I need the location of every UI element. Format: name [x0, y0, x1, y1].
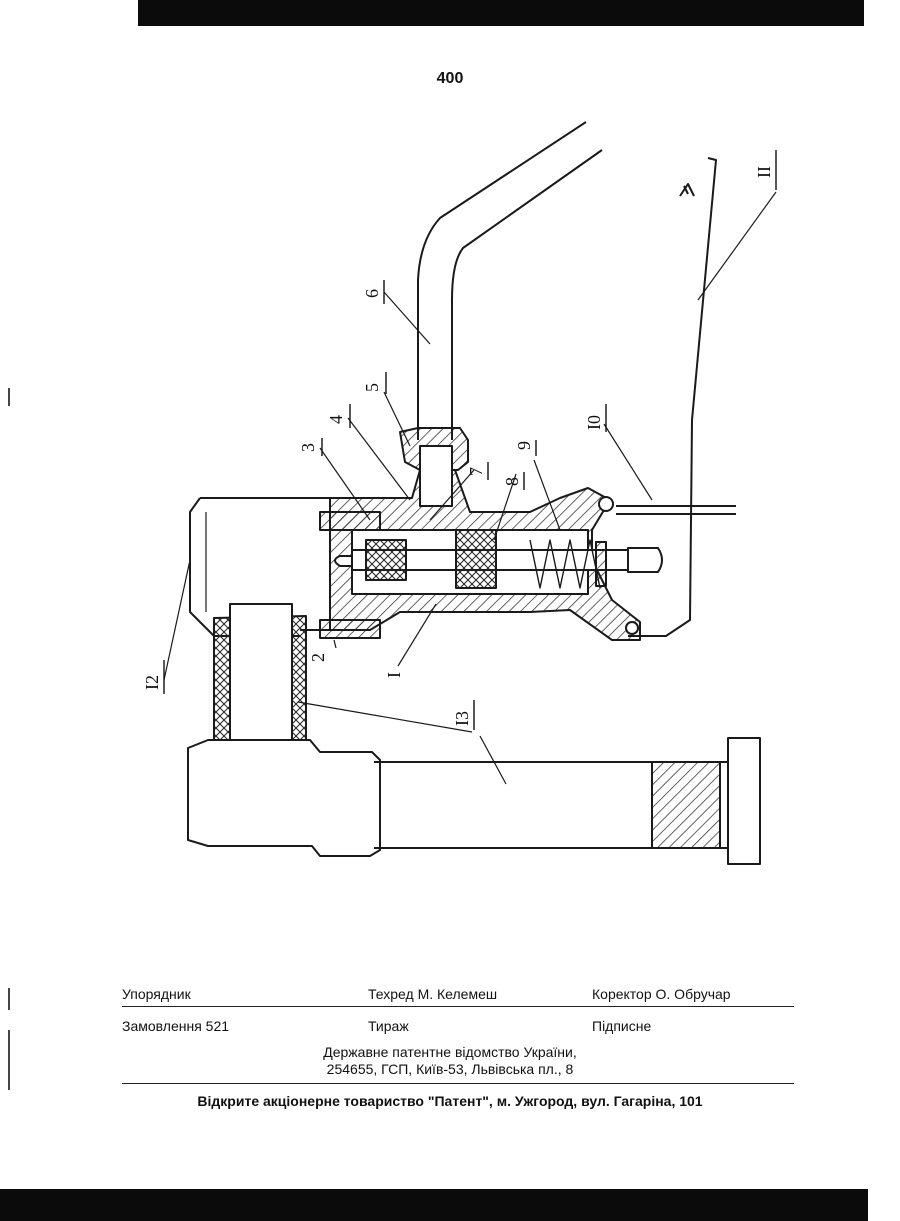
office-line-1: Державне патентне відомство України,: [0, 1044, 900, 1060]
label-1: I: [384, 672, 404, 678]
tube-6: [418, 122, 602, 440]
label-13: I3: [452, 711, 472, 726]
label-3: 3: [298, 443, 318, 452]
techred: Техред М. Келемеш: [368, 986, 497, 1002]
label-4: 4: [326, 415, 346, 424]
label-10: I0: [584, 415, 604, 430]
circulation: Тираж: [368, 1018, 409, 1034]
divider: [122, 1083, 794, 1084]
label-5: 5: [362, 383, 382, 392]
divider: [122, 1006, 794, 1007]
subscription: Підписне: [592, 1018, 651, 1034]
corrector: Коректор О. Обручар: [592, 986, 731, 1002]
label-2: 2: [308, 653, 328, 662]
label-6: 6: [362, 289, 382, 298]
label-9: 9: [514, 441, 534, 450]
scan-bottom-band: [0, 1189, 868, 1221]
compiler-label: Упорядник: [122, 986, 191, 1002]
label-11: II: [754, 166, 774, 178]
label-7: 7: [466, 467, 486, 476]
label-8: 8: [502, 477, 522, 486]
order-number: Замовлення 521: [122, 1018, 229, 1034]
label-12: I2: [142, 675, 162, 690]
printer-line: Відкрите акціонерне товариство "Патент",…: [0, 1093, 900, 1109]
office-line-2: 254655, ГСП, Київ-53, Львівська пл., 8: [0, 1061, 900, 1077]
hose-13: [188, 604, 760, 864]
